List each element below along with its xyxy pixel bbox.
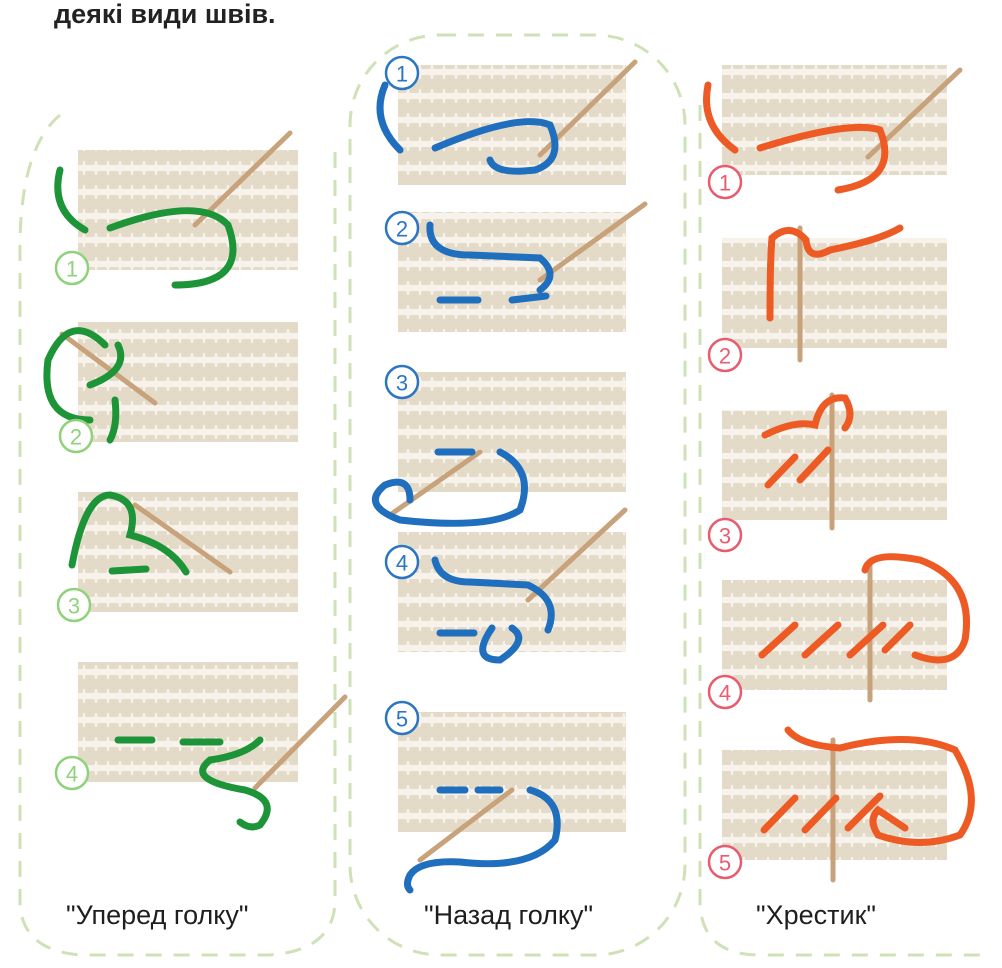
fabric-swatch: [398, 712, 626, 832]
fabric-swatch: [398, 532, 626, 652]
step-number: 1: [396, 62, 408, 87]
step-number: 3: [719, 524, 731, 549]
step-number: 5: [396, 707, 408, 732]
step-number: 1: [66, 257, 78, 282]
thread: [512, 296, 546, 300]
step-number: 3: [396, 371, 408, 396]
caption-cross-stitch: "Хрестик": [756, 899, 876, 931]
fabric-swatch: [722, 580, 947, 690]
step-number: 2: [70, 425, 82, 450]
step-number: 5: [719, 851, 731, 876]
fabric-swatch: [722, 65, 947, 175]
step-number: 4: [66, 762, 78, 787]
fabric-swatch: [722, 238, 947, 348]
fabric-swatch: [78, 662, 298, 782]
fabric-swatch: [398, 372, 626, 492]
step-number: 2: [719, 344, 731, 369]
caption-back-stitch: "Назад голку": [424, 899, 593, 931]
step-number: 3: [68, 594, 80, 619]
step-number: 2: [396, 217, 408, 242]
thread: [112, 569, 146, 571]
step-number: 4: [396, 551, 408, 576]
step-number: 1: [719, 171, 731, 196]
caption-running-stitch: "Уперед голку": [66, 899, 249, 931]
fabric-swatch: [78, 322, 298, 442]
thread: [380, 85, 400, 150]
step-number: 4: [719, 681, 731, 706]
fabric-swatch: [78, 492, 298, 612]
